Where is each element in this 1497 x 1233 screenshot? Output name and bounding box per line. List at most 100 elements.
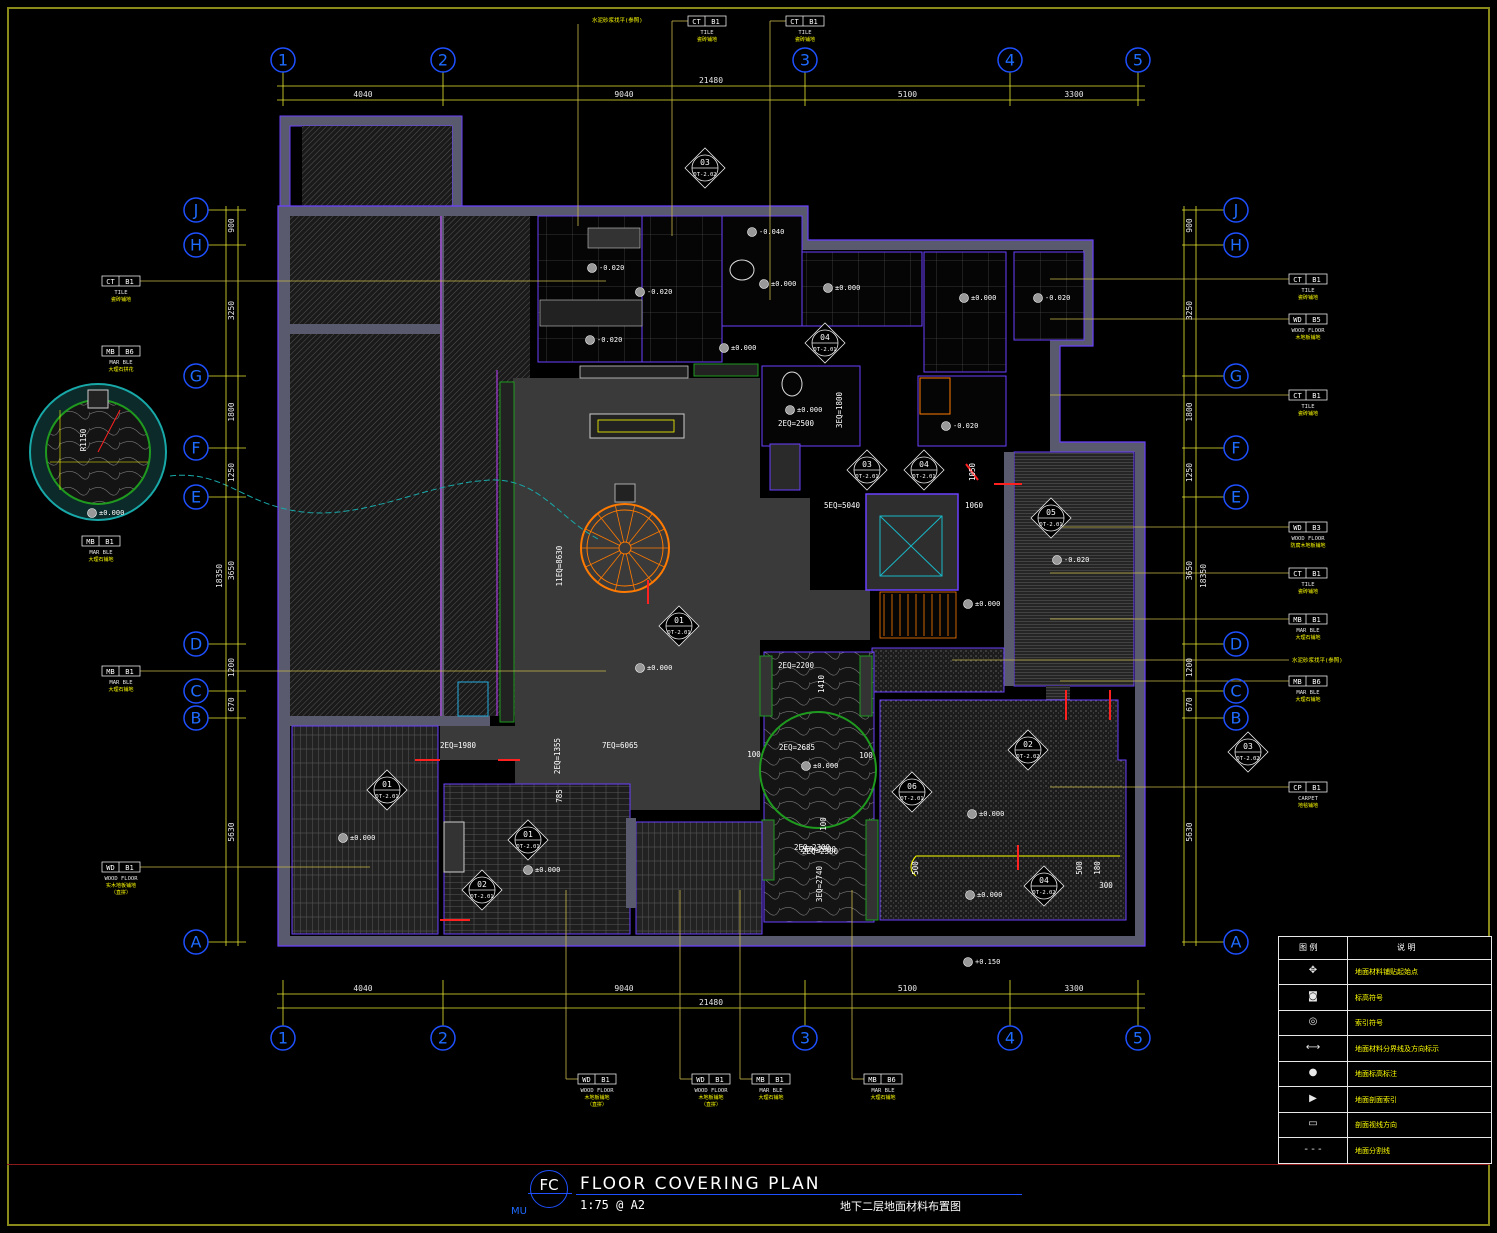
grid-label-col-2: 2: [438, 51, 448, 70]
legend-description: 标高符号: [1355, 993, 1383, 1002]
room-dimension: 2EQ=1355: [553, 738, 562, 774]
level-value: -0.020: [1064, 556, 1089, 564]
dim-segment: 4040: [353, 90, 372, 99]
detail-number: 04: [919, 460, 929, 469]
level-value: ±0.000: [979, 810, 1004, 818]
dim-segment: 5100: [898, 984, 917, 993]
tag-code: MB: [1293, 616, 1301, 624]
detail-ref: DT-2.02: [693, 172, 716, 178]
tag-material-cn: 瓷砖铺地: [795, 36, 815, 43]
tag-box: [1288, 273, 1328, 285]
tag-number: B6: [887, 1076, 895, 1084]
tag-material-name: WOOD FLOOR: [104, 876, 138, 882]
drawing-frame: [7, 7, 1490, 1226]
grid-bubble-col-3: [792, 1025, 818, 1051]
grid-bubble-row-H: [183, 232, 209, 258]
legend-symbol-icon: - - -: [1304, 1143, 1322, 1155]
tag-number: B1: [711, 18, 719, 26]
level-marker: [635, 663, 645, 673]
tag-material-name: TILE: [798, 30, 811, 36]
detail-number: 03: [862, 460, 872, 469]
grid-bubble-row-B: [1223, 705, 1249, 731]
legend-description: 地面材料铺贴起始点: [1355, 968, 1418, 976]
stair-tread: [630, 528, 665, 546]
tag-number: B1: [1312, 392, 1320, 400]
dim-segment: 1200: [1185, 658, 1194, 677]
grid-bubble-col-3: [792, 47, 818, 73]
tag-code: MB: [106, 668, 114, 676]
level-marker: [585, 335, 595, 345]
left-rooms: [290, 216, 530, 726]
dim-segment: 900: [227, 218, 236, 233]
detail-number: 04: [820, 333, 830, 342]
tag-material-cn: 大理石铺地: [1295, 634, 1320, 641]
tag-material-cn: 瓷砖铺地: [1298, 294, 1318, 301]
stair-tread: [628, 513, 653, 544]
level-value: -0.020: [647, 288, 672, 296]
tag-code: WD: [1293, 524, 1301, 532]
tag-box: [687, 15, 727, 27]
tag-number: B1: [125, 864, 133, 872]
boundary-mark: [965, 463, 979, 481]
tag-box: [101, 345, 141, 357]
tag-material-cn: 防腐木地板铺地: [1290, 542, 1325, 549]
tag-code: MB: [1293, 678, 1301, 686]
detail-number: 01: [674, 616, 684, 625]
tag-material-note: （直拼）: [111, 889, 131, 896]
stair-tread: [585, 550, 620, 568]
level-marker: [523, 865, 533, 875]
level-marker: [87, 508, 97, 518]
tag-material-name: WOOD FLOOR: [1291, 536, 1325, 542]
tag-box: [1288, 781, 1328, 793]
grid-bubble-row-E: [1223, 484, 1249, 510]
tag-box: [1288, 313, 1328, 325]
detail-ref: DT-2.01: [855, 474, 878, 480]
level-marker: [801, 761, 811, 771]
elevator-core: [865, 493, 959, 639]
level-value: +0.150: [975, 958, 1000, 966]
tag-material-name: MAR BLE: [1296, 628, 1319, 634]
tag-material-note: （直拼）: [701, 1101, 721, 1108]
grid-bubble-col-1: [270, 1025, 296, 1051]
detail-ref: DT-2.01: [900, 796, 923, 802]
legend-description: 地面分割线: [1355, 1146, 1390, 1155]
dim-segment: 5630: [1185, 822, 1194, 841]
level-marker: [635, 287, 645, 297]
dim-segment: 1250: [227, 463, 236, 482]
level-marker: [747, 227, 757, 237]
grid-bubble-row-C: [1223, 678, 1249, 704]
room-dimension: 3EQ=1800: [835, 391, 844, 428]
tag-material-cn: 木地板铺地: [698, 1094, 723, 1101]
dim-segment: 9040: [614, 90, 633, 99]
tag-code: WD: [106, 864, 114, 872]
tag-box: [1288, 675, 1328, 687]
level-value: ±0.000: [731, 344, 756, 352]
legend-row: ⟷地面材料分界线及方向标示: [1279, 1036, 1491, 1062]
dim-segment: 1250: [1185, 463, 1194, 482]
leader-lines: [140, 20, 1289, 1080]
right-note-cn: 水泥砂浆找平(参照): [1292, 656, 1343, 664]
room-dimension: 500: [1075, 861, 1084, 875]
tag-number: B1: [1312, 616, 1320, 624]
room-dimension: 2EQ=2300: [794, 843, 831, 852]
tag-number: B6: [1312, 678, 1320, 686]
grid-label-row-B: B: [191, 709, 202, 728]
grid-label-row-B: B: [1231, 709, 1242, 728]
legend-description: 地面剖面索引: [1355, 1095, 1397, 1104]
detail-ref: DT-2.01: [813, 347, 836, 353]
grid-bubble-row-F: [183, 435, 209, 461]
grid-label-col-3: 3: [800, 51, 810, 70]
tag-material-name: TILE: [1301, 582, 1314, 588]
tag-number: B1: [601, 1076, 609, 1084]
detail-ref: DT-2.02: [1016, 754, 1039, 760]
